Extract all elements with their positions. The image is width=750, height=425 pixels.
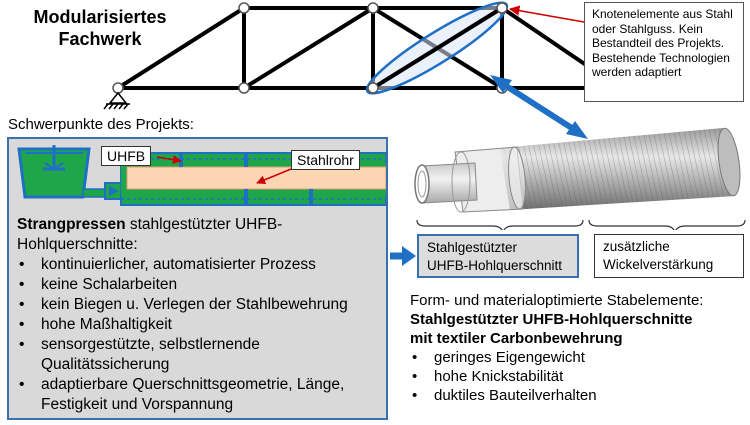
result-bold-line1: Stahlgestützter UHFB-Hohlquerschnitte [410, 311, 693, 328]
project-heading: Schwerpunkte des Projekts: [8, 116, 194, 133]
label-wickel-line2: Wickelverstärkung [603, 257, 714, 272]
result-bold-line2: mit textiler Carbonbewehrung [410, 330, 623, 347]
node-callout: Knotenelemente aus Stahl oder Stahlguss.… [584, 2, 744, 102]
list-item: adaptierbare Querschnittsgeometrie, Läng… [17, 375, 387, 415]
support-icon [103, 91, 130, 110]
result-intro: Form- und materialoptimierte Stabelement… [410, 292, 704, 309]
label-braces [416, 219, 746, 230]
blue-double-arrow [490, 75, 588, 139]
list-item: hohe Knickstabilität [410, 367, 750, 386]
list-item: duktiles Bauteilverhalten [410, 386, 750, 405]
project-description: Strangpressen stahlgestützter UHFB-Hohlq… [17, 215, 387, 415]
list-item: keine Schalarbeiten [17, 275, 387, 295]
project-intro-bold: Strangpressen [17, 216, 126, 233]
result-arrow [390, 246, 416, 266]
stahlrohr-tag: Stahlrohr [291, 150, 360, 170]
title-line1: Modularisiertes [33, 7, 167, 27]
project-bullet-list: kontinuierlicher, automatisierter Prozes… [17, 255, 387, 415]
label-stahlgestuetzt: Stahlgestützter UHFB-Hohlquerschnitt [417, 234, 579, 278]
list-item: geringes Eigengewicht [410, 348, 750, 367]
list-item: kontinuierlicher, automatisierter Prozes… [17, 255, 387, 275]
extrusion-diagram [17, 145, 386, 206]
label-wickel-line1: zusätzliche [603, 239, 670, 254]
project-intro: Strangpressen stahlgestützter UHFB-Hohlq… [17, 215, 387, 255]
list-item: sensorgestützte, selbstlernende Qualität… [17, 335, 387, 375]
list-item: hohe Maßhaltigkeit [17, 315, 387, 335]
truss-title: Modularisiertes Fachwerk [20, 6, 180, 50]
label-stahl-line1: Stahlgestützter [427, 240, 518, 255]
result-description: Form- und materialoptimierte Stabelement… [410, 291, 750, 405]
project-intro-rest: stahlgestützter UHFB-Hohlquerschnitte: [17, 216, 283, 253]
callout-text: Knotenelemente aus Stahl oder Stahlguss.… [592, 7, 733, 79]
result-bullet-list: geringes Eigengewicht hohe Knickstabilit… [410, 348, 750, 405]
title-line2: Fachwerk [58, 29, 142, 49]
uhfb-tag: UHFB [101, 146, 152, 166]
list-item: kein Biegen u. Verlegen der Stahlbewehru… [17, 295, 387, 315]
steel-pipe [126, 166, 386, 190]
tube-illustration [414, 127, 746, 230]
label-stahl-line2: UHFB-Hohlquerschnitt [427, 258, 563, 273]
callout-arrow [508, 5, 585, 23]
project-box: UHFB Stahlrohr Strangpressen stahlgestüt… [7, 137, 388, 420]
label-wickelverstaerkung: zusätzliche Wickelverstärkung [594, 234, 744, 278]
